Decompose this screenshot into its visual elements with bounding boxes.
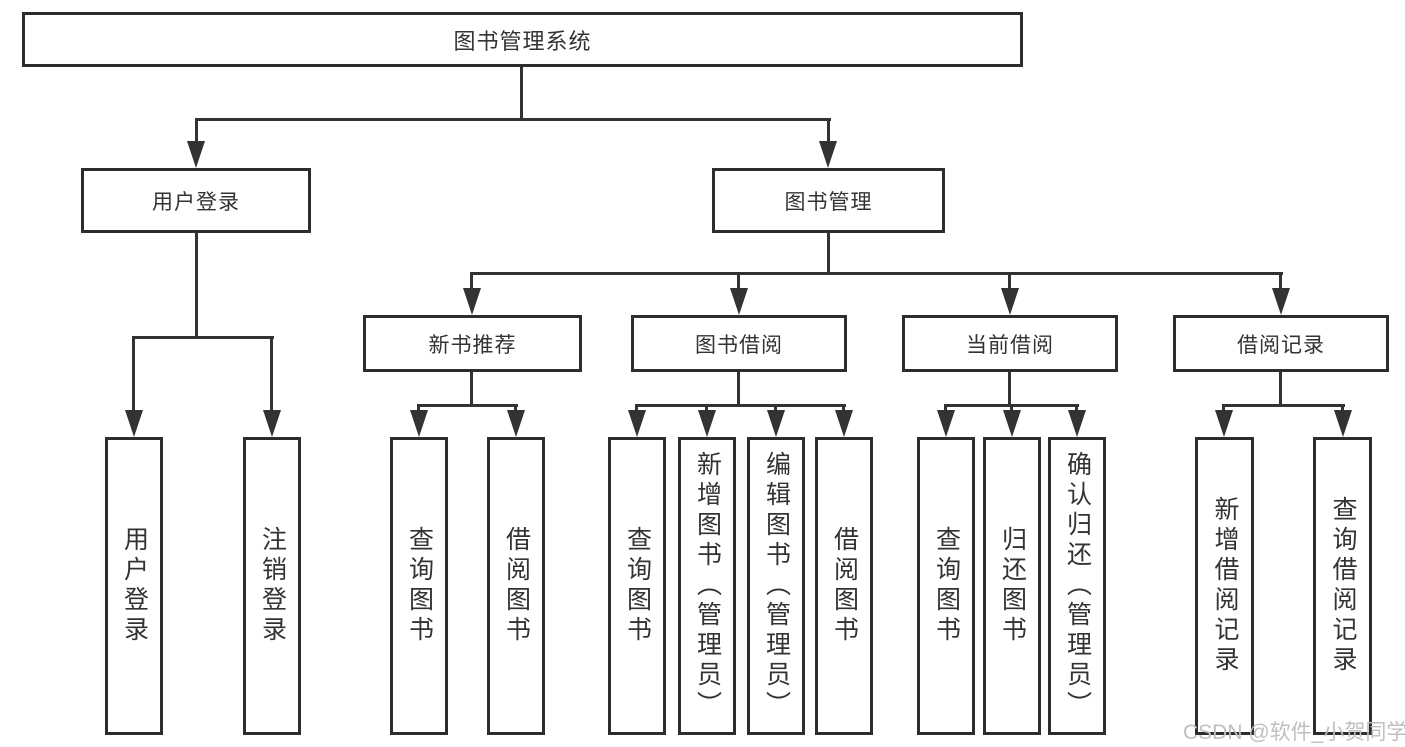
leaf-newbook-borrow-label: 借阅图书 [502, 526, 531, 646]
leaf-current-confirm: 确认归还（管理员） [1048, 437, 1106, 735]
arrow-down-icon [125, 410, 143, 437]
leaf-borrow-query-label: 查询图书 [623, 526, 652, 646]
arrow-down-icon [1068, 410, 1086, 437]
arrow-down-icon [819, 141, 837, 168]
connector-line [635, 404, 846, 407]
node-book-borrow: 图书借阅 [631, 315, 847, 372]
leaf-borrow-edit: 编辑图书（管理员） [747, 437, 805, 735]
connector-line [827, 118, 830, 145]
arrow-down-icon [1001, 288, 1019, 315]
leaf-logout-label: 注销登录 [258, 526, 287, 646]
connector-line [737, 272, 740, 293]
arrow-down-icon [730, 288, 748, 315]
leaf-current-confirm-label: 确认归还（管理员） [1063, 451, 1092, 721]
leaf-record-query: 查询借阅记录 [1313, 437, 1372, 735]
leaf-borrow-query: 查询图书 [608, 437, 666, 735]
connector-line [417, 404, 420, 414]
connector-line [132, 336, 274, 339]
connector-line [827, 233, 830, 275]
connector-line [520, 67, 523, 121]
leaf-logout: 注销登录 [243, 437, 301, 735]
connector-line [1008, 372, 1011, 407]
arrow-down-icon [835, 410, 853, 437]
leaf-current-query-label: 查询图书 [932, 526, 961, 646]
connector-line [270, 336, 273, 412]
connector-line [1222, 404, 1225, 414]
leaf-borrow-add-label: 新增图书（管理员） [693, 451, 722, 721]
arrow-down-icon [767, 410, 785, 437]
connector-line [944, 404, 947, 414]
connector-line [470, 272, 1283, 275]
leaf-record-add-label: 新增借阅记录 [1211, 496, 1239, 676]
connector-line [842, 404, 845, 414]
arrow-down-icon [1334, 410, 1352, 437]
arrow-down-icon [628, 410, 646, 437]
connector-line [1341, 404, 1344, 414]
connector-line [635, 404, 638, 414]
arrow-down-icon [937, 410, 955, 437]
node-borrow-records: 借阅记录 [1173, 315, 1389, 372]
connector-line [470, 372, 473, 407]
connector-line [470, 272, 473, 293]
node-new-book-rec: 新书推荐 [363, 315, 582, 372]
leaf-borrow-edit-label: 编辑图书（管理员） [762, 451, 791, 721]
connector-line [774, 404, 777, 414]
connector-line [705, 404, 708, 414]
csdn-watermark: CSDN @软件_小贺同学 [1183, 721, 1405, 744]
arrow-down-icon [463, 288, 481, 315]
arrow-down-icon [1272, 288, 1290, 315]
leaf-borrow-borrow-label: 借阅图书 [830, 526, 859, 646]
leaf-record-query-label: 查询借阅记录 [1329, 496, 1357, 676]
connector-line [1279, 272, 1282, 293]
leaf-current-return-label: 归还图书 [998, 526, 1027, 646]
connector-line [195, 233, 198, 339]
leaf-borrow-add: 新增图书（管理员） [678, 437, 736, 735]
connector-line [1075, 404, 1078, 414]
arrow-down-icon [1003, 410, 1021, 437]
arrow-down-icon [698, 410, 716, 437]
leaf-current-return: 归还图书 [983, 437, 1041, 735]
leaf-record-add: 新增借阅记录 [1195, 437, 1254, 735]
leaf-newbook-query: 查询图书 [390, 437, 448, 735]
arrow-down-icon [1215, 410, 1233, 437]
connector-line [1222, 404, 1345, 407]
connector-line [417, 404, 518, 407]
connector-line [1279, 372, 1282, 407]
leaf-newbook-query-label: 查询图书 [405, 526, 434, 646]
leaf-borrow-borrow: 借阅图书 [815, 437, 873, 735]
node-user-login: 用户登录 [81, 168, 311, 233]
connector-line [1010, 404, 1013, 414]
leaf-user-login: 用户登录 [105, 437, 163, 735]
connector-line [1008, 272, 1011, 293]
arrow-down-icon [507, 410, 525, 437]
leaf-user-login-label: 用户登录 [120, 526, 149, 646]
leaf-newbook-borrow: 借阅图书 [487, 437, 545, 735]
arrow-down-icon [187, 141, 205, 168]
connector-line [132, 336, 135, 412]
leaf-current-query: 查询图书 [917, 437, 975, 735]
arrow-down-icon [263, 410, 281, 437]
node-current-borrow: 当前借阅 [902, 315, 1118, 372]
node-book-mgmt: 图书管理 [712, 168, 945, 233]
arrow-down-icon [410, 410, 428, 437]
node-root: 图书管理系统 [22, 12, 1023, 67]
connector-line [195, 118, 198, 145]
connector-line [195, 118, 831, 121]
connector-line [514, 404, 517, 414]
connector-line [737, 372, 740, 407]
